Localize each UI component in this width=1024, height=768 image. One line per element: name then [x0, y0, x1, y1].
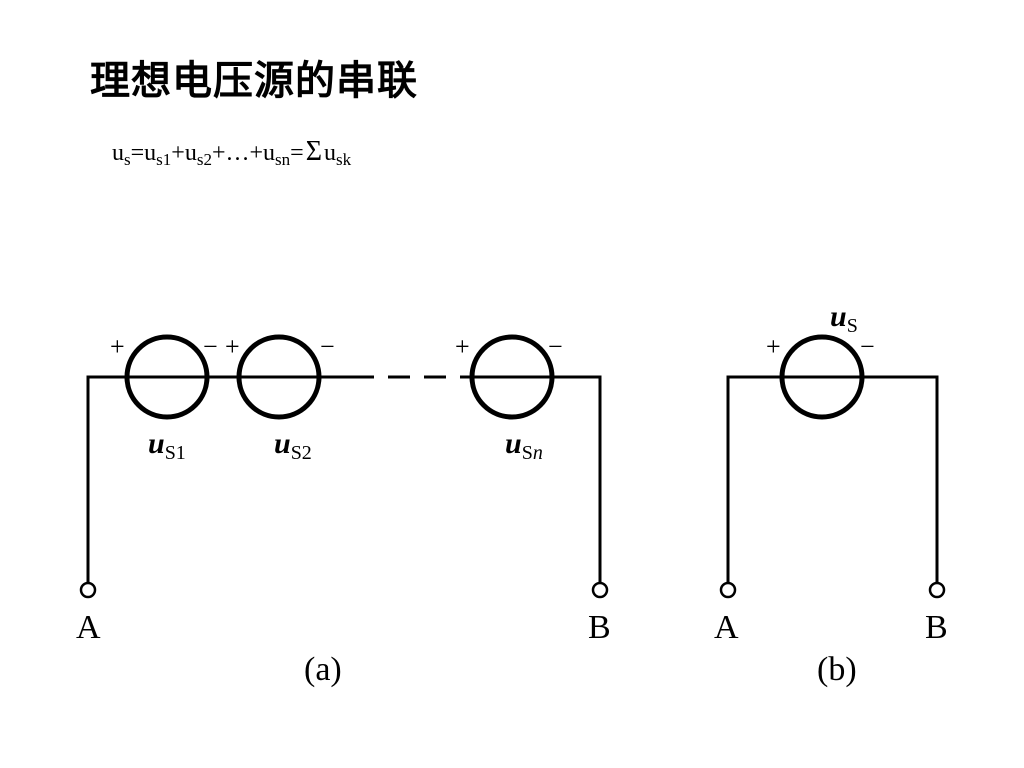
us1-plus-sign: + — [110, 332, 125, 361]
formula-term: =us1 — [130, 140, 172, 169]
node-label-a: A — [76, 609, 101, 646]
us1-minus-sign: − — [203, 332, 218, 361]
us-minus-sign: − — [860, 332, 875, 361]
series-voltage-formula: us=us1+us2+…+usn=Σusk — [112, 136, 351, 168]
terminal-b — [928, 581, 946, 599]
us-label: uS — [830, 300, 858, 337]
us-plus-sign: + — [766, 332, 781, 361]
wire-a-left — [86, 375, 125, 583]
terminal-a — [719, 581, 737, 599]
formula-term: +…+usn — [211, 140, 291, 169]
usn-plus-sign: + — [455, 332, 470, 361]
us2-plus-sign: + — [225, 332, 240, 361]
diagram-b: + − uS A B (b) — [714, 300, 948, 688]
formula-term: usk — [324, 140, 352, 169]
node-label-b: B — [588, 609, 611, 646]
caption-b: (b) — [817, 651, 857, 688]
wire-b-right — [864, 375, 939, 583]
caption-a: (a) — [304, 651, 342, 688]
usn-label: uSn — [505, 427, 543, 464]
us2-minus-sign: − — [320, 332, 335, 361]
sigma-symbol: Σ — [305, 136, 323, 167]
terminal-b — [591, 581, 609, 599]
terminal-a — [79, 581, 97, 599]
us1-label: uS1 — [148, 427, 186, 464]
formula-equals: = — [290, 140, 304, 166]
usn-minus-sign: − — [548, 332, 563, 361]
node-label-b: B — [925, 609, 948, 646]
formula-term: +us2 — [171, 140, 212, 169]
node-label-a: A — [714, 609, 739, 646]
us2-label: uS2 — [274, 427, 312, 464]
wire-b-left — [726, 375, 780, 583]
diagram-a: + − + − + − uS1 uS2 uSn A B (a) — [76, 332, 611, 688]
slide-title: 理想电压源的串联 — [90, 58, 418, 104]
formula-term: us — [112, 140, 131, 169]
wire-a-right — [554, 375, 602, 583]
